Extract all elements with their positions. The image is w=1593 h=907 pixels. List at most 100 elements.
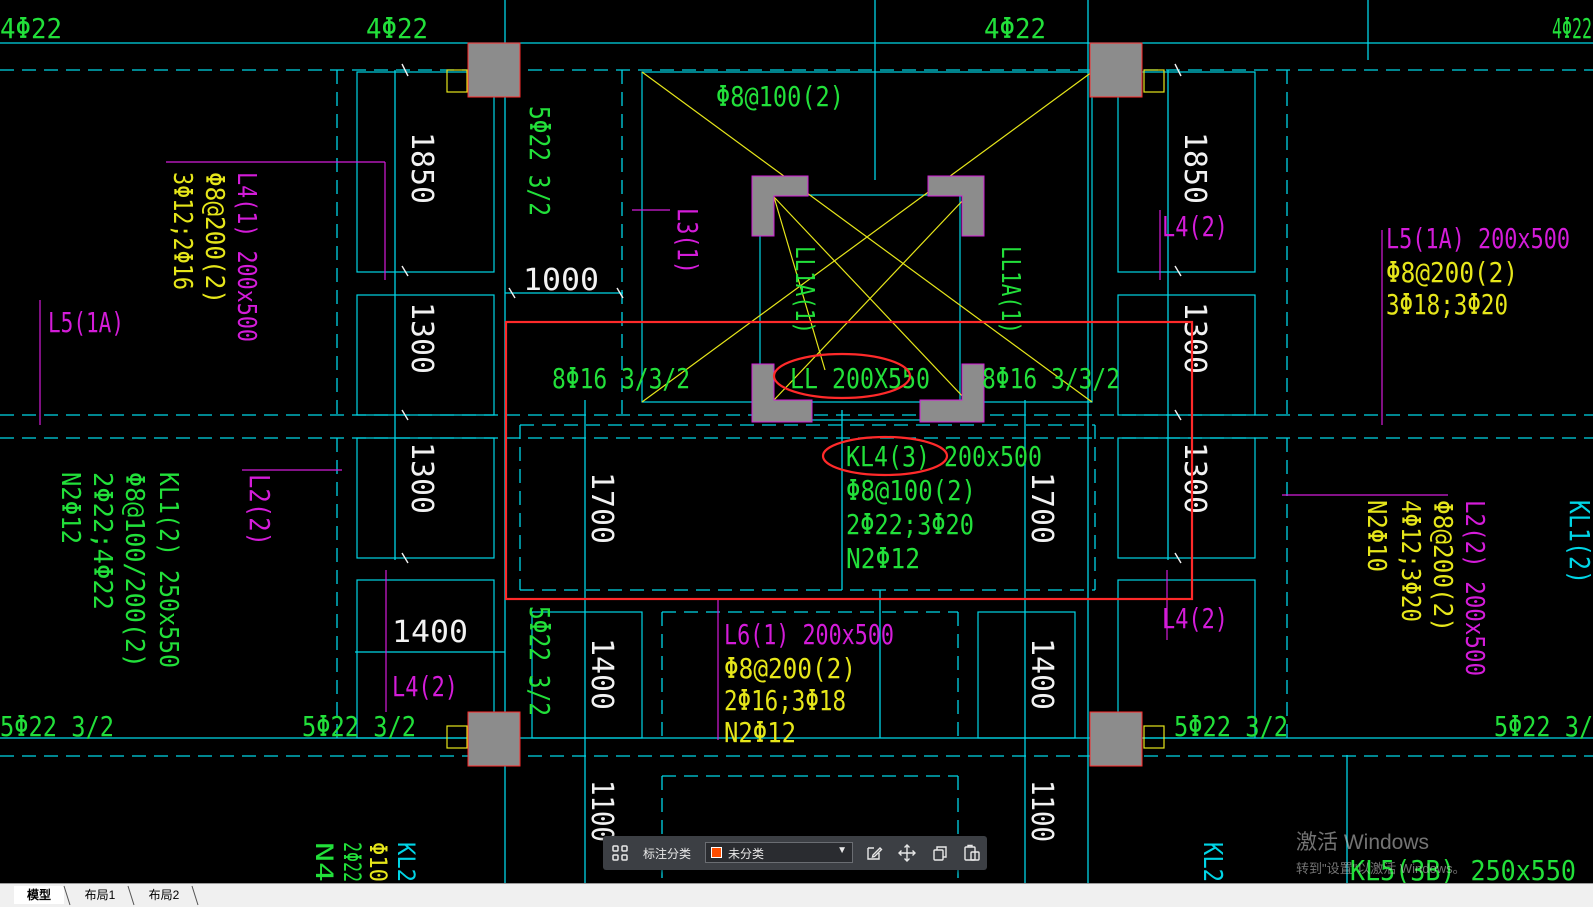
category-select-value: 未分类 (728, 847, 765, 861)
leader-lines (39, 161, 1448, 740)
rebar-8-16-right: 8Φ16 3/3/2 (982, 362, 1120, 395)
beam-l6: L6(1) 200x500 Φ8@200(2) 2Φ16;3Φ18 N2Φ12 (724, 618, 894, 749)
top-rebar-label-1: 4Φ22 (0, 12, 62, 45)
column-markers (446, 69, 1165, 749)
highlight-ellipse-ll[interactable] (772, 352, 912, 400)
dim-1400-mid-b: 1400 (1024, 638, 1059, 710)
beam-l2-right-line1: L2(2) 200x500 (1459, 500, 1489, 676)
tab-separators (63, 885, 199, 906)
watermark-line1: 激活 Windows (1296, 831, 1430, 854)
beam-kl2-left-line1: KL2 (392, 842, 420, 882)
move-icon[interactable] (898, 844, 916, 862)
column (1089, 711, 1143, 767)
beam-l5-left: L5(1A) (48, 306, 124, 339)
dim-1400-horizontal: 1400 (392, 615, 468, 650)
edit-icon[interactable] (865, 844, 883, 862)
highlight-ellipse-kl4[interactable] (821, 435, 949, 477)
beam-l5-right-line2: Φ8@200(2) (1386, 256, 1518, 289)
beam-kl1-left-line1: KL1(2) 250x550 (153, 472, 183, 668)
bottom-rebar-right-2: 5Φ22 3/ (1494, 710, 1593, 743)
dim-1700-right: 1700 (1024, 472, 1059, 544)
top-rebar-label-3: 4Φ22 (984, 12, 1046, 45)
beam-l6-line2: Φ8@200(2) (724, 652, 856, 685)
bottom-rebar-right-1: 5Φ22 3/2 (1174, 710, 1288, 743)
beam-kl2-left: KL2 Φ10 2Φ22 N4 (310, 842, 420, 882)
dim-1300-right-a: 1300 (1177, 302, 1212, 374)
beam-kl4-line4: N2Φ12 (846, 542, 920, 575)
rebar-8-16-left: 8Φ16 3/3/2 (552, 362, 690, 395)
top-rebar-label-2: 4Φ22 (366, 12, 428, 45)
windows-activation-watermark: 激活 Windows 转到"设置"以激活 Windows。 (1296, 826, 1466, 877)
bottom-rebar-labels: 5Φ22 3/2 5Φ22 3/2 5Φ22 3/2 5Φ22 3/ (0, 710, 1593, 743)
annotation-category-select[interactable]: 未分类 ▼ (705, 842, 853, 863)
tab-layout1[interactable]: 布局1 (84, 888, 116, 902)
beam-l5-right-line3: 3Φ18;3Φ20 (1386, 288, 1508, 321)
tab-model[interactable]: 模型 (14, 886, 64, 904)
beam-ll1a-left: LL1A(1) (789, 246, 819, 334)
beam-l4-right-bottom: L4(2) (1162, 602, 1228, 635)
beam-kl2-left-line3: 2Φ22 (338, 842, 366, 882)
copy-icon[interactable] (931, 844, 949, 862)
watermark-line2: 转到"设置"以激活 Windows。 (1296, 861, 1466, 876)
beam-kl4: KL4(3) 200x500 Φ8@100(2) 2Φ22;3Φ20 N2Φ12 (846, 440, 1042, 575)
dimension-ticks (401, 63, 1182, 564)
beam-ll1a-right: LL1A(1) (995, 246, 1025, 334)
rebar-5-22-lower: 5Φ22 3/2 (523, 606, 556, 716)
rebar-5-22-upper: 5Φ22 3/2 (523, 106, 556, 216)
paste-icon[interactable] (963, 844, 981, 862)
stirrup-top: Φ8@100(2) (716, 80, 844, 113)
dim-1700-left: 1700 (584, 472, 619, 544)
grid-icon[interactable] (611, 844, 629, 862)
dim-1100-a: 1100 (584, 780, 619, 842)
beam-l4-left-line1: L4(1) 200x500 (231, 172, 261, 342)
review-annotations (504, 320, 1194, 601)
cad-drawing-canvas[interactable]: 4Φ22 4Φ22 4Φ22 4Φ22 1850 1300 1300 1000 … (0, 0, 1593, 883)
dim-1300-left-b: 1300 (404, 442, 439, 514)
beam-kl2-left-line4: N4 (310, 842, 338, 882)
top-rebar-label-4: 4Φ22 (1552, 12, 1592, 45)
column (467, 711, 521, 767)
drawing-svg: 4Φ22 4Φ22 4Φ22 4Φ22 1850 1300 1300 1000 … (0, 0, 1593, 883)
beam-kl2-left-line2: Φ10 (364, 842, 392, 882)
beam-ll-label: LL 200X550 (790, 362, 930, 395)
beam-l4-left-line2: Φ8@200(2) (199, 172, 229, 304)
beam-kl1-left-line3: 2Φ22;4Φ22 (87, 472, 117, 610)
core-walls (751, 175, 985, 423)
beam-l2-right-line2: Φ8@200(2) (1427, 500, 1457, 632)
beam-l4-left-line3: 3Φ12;2Φ16 (167, 172, 197, 290)
dim-1300-right-b: 1300 (1177, 442, 1212, 514)
solid-beam-lines (0, 0, 1593, 883)
annotation-category-label: 标注分类 (643, 847, 692, 861)
beam-l6-line3: 2Φ16;3Φ18 (724, 684, 846, 717)
chevron-down-icon: ▼ (837, 845, 847, 856)
tab-layout2[interactable]: 布局2 (148, 888, 180, 902)
dim-1850-left: 1850 (404, 132, 439, 204)
beam-kl1-left-line4: N2Φ12 (55, 472, 85, 544)
beam-l6-line4: N2Φ12 (724, 716, 796, 749)
beam-l4-left-bottom: L4(2) (392, 670, 458, 703)
beam-kl2-right: KL2 (1197, 842, 1227, 882)
beam-l2-right: L2(2) 200x500 Φ8@200(2) 4Φ12;3Φ20 N2Φ10 (1361, 500, 1489, 676)
annotation-toolbar: 标注分类 未分类 ▼ (603, 836, 987, 870)
beam-l4-right-top: L4(2) (1162, 210, 1228, 243)
dim-1100-b: 1100 (1024, 780, 1059, 842)
column (467, 42, 521, 98)
beam-kl4-line2: Φ8@100(2) (846, 474, 976, 507)
beam-l2-left: L2(2) (243, 474, 276, 546)
bottom-rebar-left-1: 5Φ22 3/2 (0, 710, 114, 743)
bottom-rebar-left-2: 5Φ22 3/2 (302, 710, 416, 743)
beam-kl1-left-line2: Φ8@100/200(2) (119, 472, 149, 668)
column (1089, 42, 1143, 98)
beam-kl1-right: KL1(2) (1563, 500, 1593, 584)
beam-kl4-line1: KL4(3) 200x500 (846, 440, 1042, 473)
beam-l5-right: L5(1A) 200x500 Φ8@200(2) 3Φ18;3Φ20 (1386, 222, 1570, 321)
dim-1850-right: 1850 (1177, 132, 1212, 204)
beam-l3: L3(1) (671, 208, 704, 274)
highlight-rectangle[interactable] (504, 320, 1194, 601)
beam-l6-line1: L6(1) 200x500 (724, 618, 894, 651)
columns (467, 42, 1143, 767)
beam-kl4-line3: 2Φ22;3Φ20 (846, 508, 974, 541)
layout-tab-bar: 模型 布局1 布局2 (0, 883, 1593, 907)
category-color-swatch (711, 847, 722, 858)
beam-kl5: KL5(3B) 250x550 (1350, 854, 1576, 883)
